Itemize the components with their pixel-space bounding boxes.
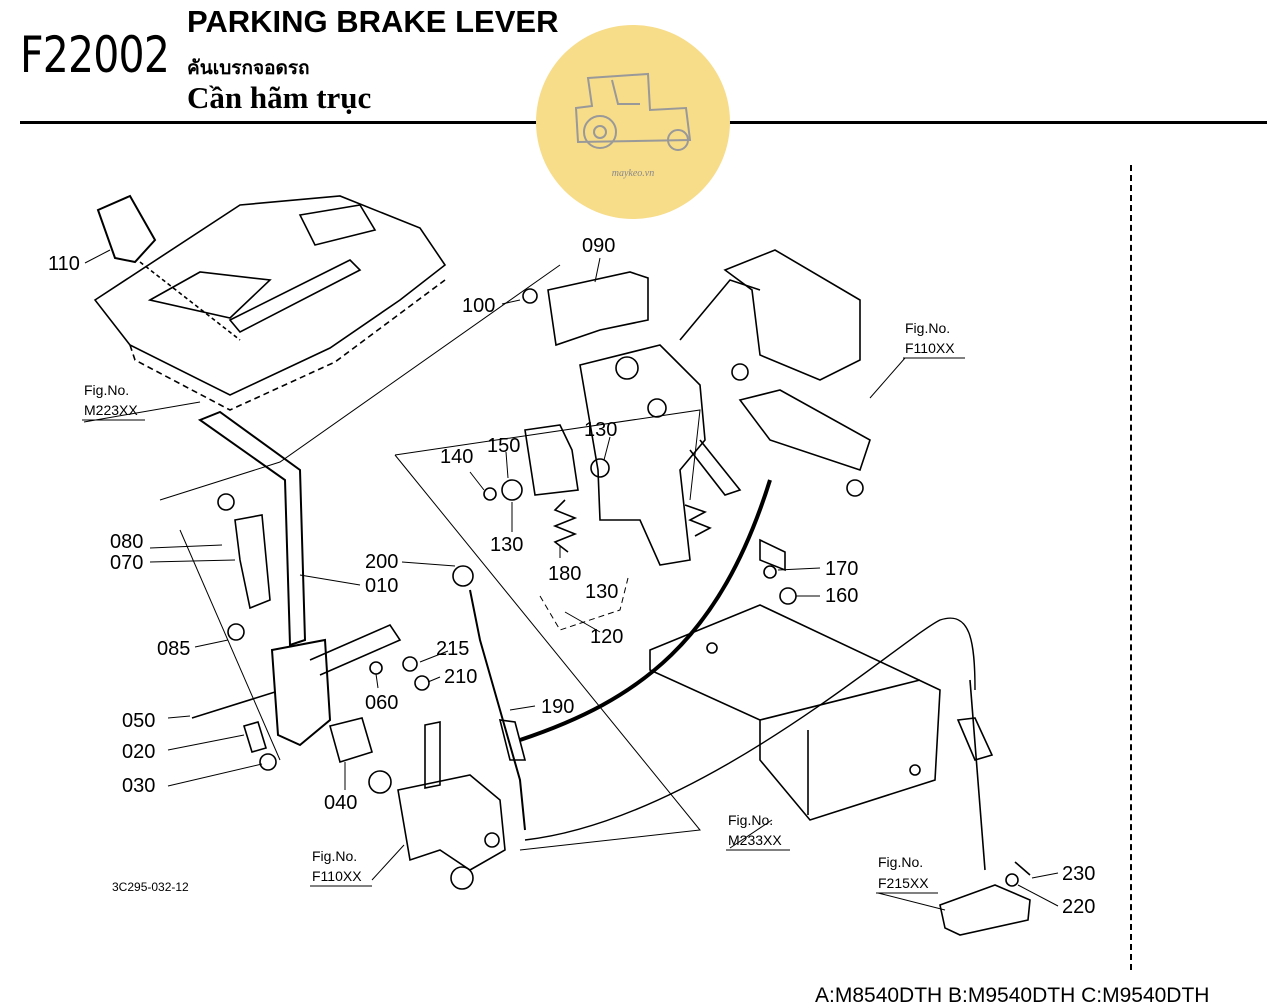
label-170: 170 [825, 558, 858, 580]
label-130-c: 130 [585, 581, 618, 603]
title-thai: คันเบรกจอดรถ [187, 57, 310, 79]
label-090: 090 [582, 235, 615, 257]
label-070: 070 [110, 552, 143, 574]
watermark-circle [536, 25, 730, 219]
title-vietnamese: Cần hãm trục [187, 80, 372, 115]
label-040: 040 [324, 792, 357, 814]
fig-f110-bottom-ref: F110XX [312, 868, 362, 884]
label-130-b: 130 [490, 534, 523, 556]
cover-panel [93, 195, 447, 396]
label-160: 160 [825, 585, 858, 607]
label-120: 120 [590, 626, 623, 648]
label-220: 220 [1062, 896, 1095, 918]
fig-f110-top-label: Fig.No. [905, 320, 950, 336]
model-list: A:M8540DTH B:M9540DTH C:M9540DTH [815, 984, 1210, 1007]
fig-m223-ref: M223XX [84, 402, 138, 418]
label-085: 085 [157, 638, 190, 660]
title-english: PARKING BRAKE LEVER [187, 4, 559, 39]
page-divider [1130, 165, 1132, 970]
fig-f110-bottom-label: Fig.No. [312, 848, 357, 864]
label-050: 050 [122, 710, 155, 732]
label-130-a: 130 [584, 419, 617, 441]
watermark-text: maykeo.vn [612, 168, 654, 179]
tractor-icon [574, 72, 692, 151]
label-230: 230 [1062, 863, 1095, 885]
fig-m233-label: Fig.No. [728, 812, 773, 828]
figure-ref-underlines [82, 357, 965, 894]
watermark-logo: maykeo.vn [536, 25, 730, 219]
label-190: 190 [541, 696, 574, 718]
label-110: 110 [48, 253, 80, 275]
fig-m233-ref: M233XX [728, 832, 782, 848]
parts-drawing [83, 194, 1059, 936]
fig-f110-top-ref: F110XX [905, 340, 955, 356]
figure-code: F22002 [20, 26, 170, 84]
fig-m223-label: Fig.No. [84, 382, 129, 398]
label-020: 020 [122, 741, 155, 763]
drawing-code: 3C295-032-12 [112, 880, 189, 894]
part-labels: 110 090 100 140 150 130 130 180 130 120 … [48, 235, 1095, 918]
label-140: 140 [440, 446, 473, 468]
label-080: 080 [110, 531, 143, 553]
knob-110 [96, 194, 157, 264]
fig-f215-ref: F215XX [878, 875, 929, 891]
label-060: 060 [365, 692, 398, 714]
label-200: 200 [365, 551, 398, 573]
label-150: 150 [487, 435, 520, 457]
label-210: 210 [444, 666, 477, 688]
label-010: 010 [365, 575, 398, 597]
figure-references: Fig.No. M223XX Fig.No. F110XX Fig.No. F1… [84, 320, 955, 891]
label-030: 030 [122, 775, 155, 797]
lever-arm [197, 410, 307, 647]
label-180: 180 [548, 563, 581, 585]
fig-f215-label: Fig.No. [878, 854, 923, 870]
bracket-090 [547, 271, 649, 347]
label-100: 100 [462, 295, 495, 317]
label-215: 215 [436, 638, 469, 660]
